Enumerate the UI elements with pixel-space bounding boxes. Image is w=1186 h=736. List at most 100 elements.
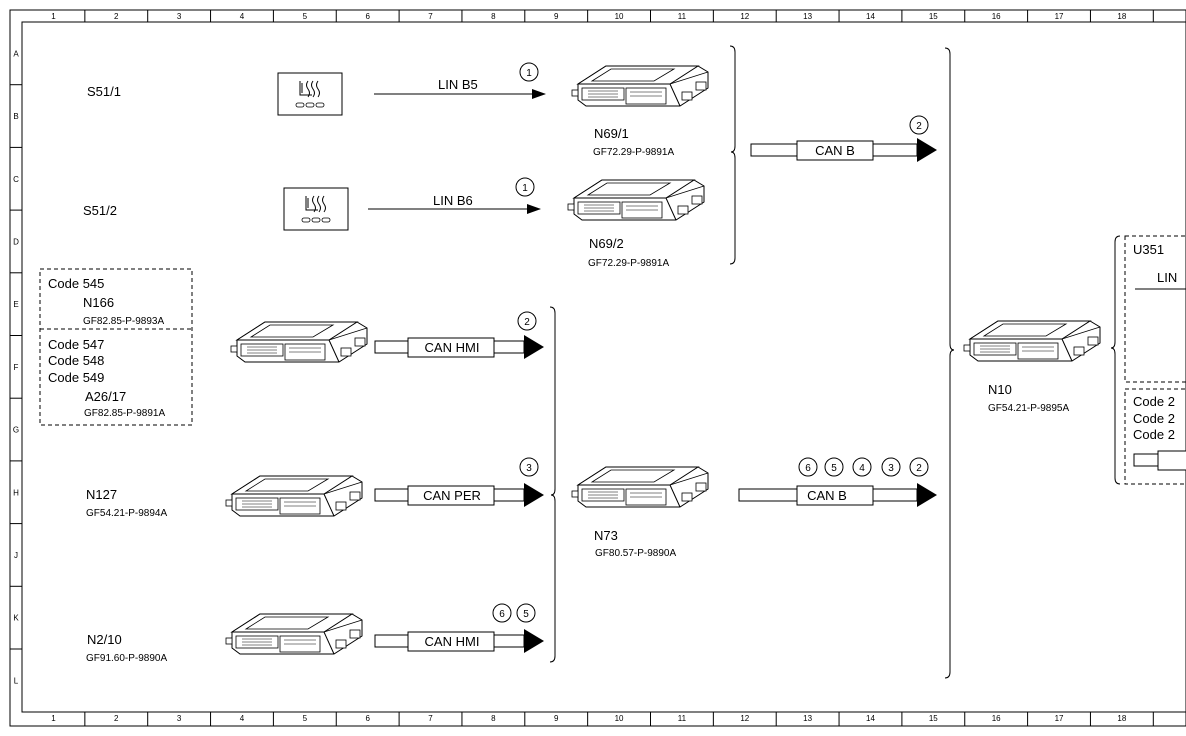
column-number-top: 13 xyxy=(803,12,812,21)
column-number-top: 7 xyxy=(428,12,433,21)
can-per-circle-3: 3 xyxy=(519,457,539,477)
row-letter: E xyxy=(13,300,18,309)
can-per-connection xyxy=(374,483,544,507)
svg-text:6: 6 xyxy=(499,609,505,620)
svg-text:2: 2 xyxy=(916,463,922,474)
lin-b6-label: LIN B6 xyxy=(433,193,473,208)
can-hmi-1-connection xyxy=(374,335,544,359)
row-letter: L xyxy=(14,676,19,685)
n166-label: N166 xyxy=(83,295,114,310)
column-number-bottom: 4 xyxy=(240,714,245,723)
row-letter: J xyxy=(14,551,18,560)
can-b-mid-circle-2: 2 xyxy=(909,457,929,477)
can-hmi-1-circle-2: 2 xyxy=(517,311,537,331)
n69-1-control-unit xyxy=(571,65,709,107)
column-number-top: 14 xyxy=(866,12,875,21)
row-letter: C xyxy=(13,175,19,184)
n2-10-control-unit xyxy=(225,613,363,655)
a26-17-label: A26/17 xyxy=(85,389,126,404)
column-number-bottom: 15 xyxy=(929,714,938,723)
can-hmi-2-connection xyxy=(374,629,544,653)
row-letter: G xyxy=(13,426,19,435)
u351-connection xyxy=(1133,450,1186,471)
svg-text:4: 4 xyxy=(859,463,865,474)
column-number-top: 8 xyxy=(491,12,496,21)
column-number-top: 6 xyxy=(365,12,370,21)
column-number-bottom: 14 xyxy=(866,714,875,723)
u351-code-2: Code 2 xyxy=(1133,411,1175,426)
row-letter: F xyxy=(14,363,19,372)
column-number-bottom: 13 xyxy=(803,714,812,723)
n73-part: GF80.57-P-9890A xyxy=(595,548,676,559)
n166-a26-17-control-unit xyxy=(230,321,368,363)
column-number-top: 12 xyxy=(740,12,749,21)
svg-text:3: 3 xyxy=(526,463,532,474)
n10-part: GF54.21-P-9895A xyxy=(988,403,1069,414)
seat-heater-icon xyxy=(283,187,349,231)
can-b-top-circle-2: 2 xyxy=(909,115,929,135)
n2-10-label: N2/10 xyxy=(87,632,122,647)
can-hmi-2-label: CAN HMI xyxy=(425,634,480,649)
column-number-top: 1 xyxy=(51,12,56,21)
brace-n69 xyxy=(729,45,736,265)
column-number-bottom: 5 xyxy=(303,714,308,723)
u351-code-3: Code 2 xyxy=(1133,427,1175,442)
svg-text:2: 2 xyxy=(916,121,922,132)
lin-b6-circle-1: 1 xyxy=(515,177,535,197)
column-number-bottom: 8 xyxy=(491,714,496,723)
s51-2-label: S51/2 xyxy=(83,203,117,218)
row-letter: K xyxy=(13,614,19,623)
n10-label: N10 xyxy=(988,382,1012,397)
svg-text:5: 5 xyxy=(523,609,529,620)
can-hmi-2-circle-5: 5 xyxy=(516,603,536,623)
n127-control-unit xyxy=(225,475,363,517)
n73-label: N73 xyxy=(594,528,618,543)
column-number-bottom: 9 xyxy=(554,714,559,723)
can-b-top-connection xyxy=(750,138,937,162)
u351-lin-label: LIN xyxy=(1157,270,1177,285)
can-b-top-label: CAN B xyxy=(815,143,855,158)
n2-10-part: GF91.60-P-9890A xyxy=(86,653,167,664)
svg-text:3: 3 xyxy=(888,463,894,474)
lin-b5-label: LIN B5 xyxy=(438,77,478,92)
column-number-top: 15 xyxy=(929,12,938,21)
can-b-mid-circle-4: 4 xyxy=(852,457,872,477)
column-number-bottom: 12 xyxy=(740,714,749,723)
a26-17-part: GF82.85-P-9891A xyxy=(84,408,165,419)
n69-2-control-unit xyxy=(567,179,705,221)
u351-label: U351 xyxy=(1133,242,1164,257)
column-number-top: 3 xyxy=(177,12,182,21)
code-545-label: Code 545 xyxy=(48,276,104,291)
n69-2-label: N69/2 xyxy=(589,236,624,251)
s51-1-label: S51/1 xyxy=(87,84,121,99)
column-number-bottom: 3 xyxy=(177,714,182,723)
n127-part: GF54.21-P-9894A xyxy=(86,508,167,519)
drawing-frame xyxy=(9,9,1186,727)
can-b-mid-label: CAN B xyxy=(807,488,847,503)
drawing-inner-frame xyxy=(21,21,1186,713)
n73-control-unit xyxy=(571,466,709,508)
n166-part: GF82.85-P-9893A xyxy=(83,316,164,327)
can-per-label: CAN PER xyxy=(423,488,481,503)
can-b-mid-circle-6: 6 xyxy=(798,457,818,477)
svg-text:1: 1 xyxy=(526,68,532,79)
column-number-bottom: 16 xyxy=(992,714,1001,723)
n69-1-label: N69/1 xyxy=(594,126,629,141)
row-letter: D xyxy=(13,237,19,246)
column-number-bottom: 10 xyxy=(615,714,624,723)
can-hmi-1-label: CAN HMI xyxy=(425,340,480,355)
row-letter: A xyxy=(13,49,19,58)
column-number-top: 2 xyxy=(114,12,119,21)
svg-text:1: 1 xyxy=(522,183,528,194)
n127-label: N127 xyxy=(86,487,117,502)
u351-box-outline xyxy=(1124,235,1186,383)
column-number-top: 4 xyxy=(240,12,245,21)
code-548-label: Code 548 xyxy=(48,353,104,368)
column-number-bottom: 2 xyxy=(114,714,119,723)
n69-2-part: GF72.29-P-9891A xyxy=(588,258,669,269)
row-letter: B xyxy=(13,112,18,121)
